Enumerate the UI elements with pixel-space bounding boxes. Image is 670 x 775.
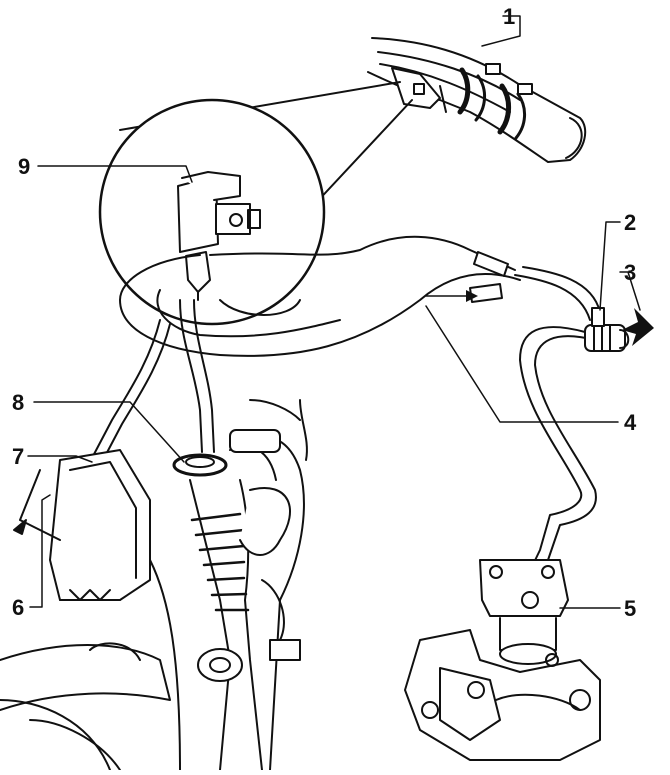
arrow-right-icon [466, 290, 478, 302]
callout-1: 1 [503, 4, 516, 29]
callout-3: 3 [624, 260, 637, 285]
intake-hose [367, 37, 587, 163]
detail-circle [98, 98, 326, 326]
callout-9: 9 [18, 154, 31, 179]
arrow-left-filled-icon [622, 308, 654, 346]
callout-7: 7 [12, 444, 25, 469]
callout-2: 2 [624, 210, 637, 235]
callout-6: 6 [12, 595, 25, 620]
flow-arrows [425, 290, 654, 346]
vacuum-hoses [91, 235, 601, 579]
leader-lines [27, 15, 641, 609]
callout-4: 4 [624, 410, 637, 435]
air-filter-housing [13, 449, 151, 601]
callout-8: 8 [12, 390, 25, 415]
engine-tubes [0, 399, 308, 771]
callout-5: 5 [624, 596, 637, 621]
t-piece [584, 307, 630, 352]
egr-valve [404, 559, 601, 761]
